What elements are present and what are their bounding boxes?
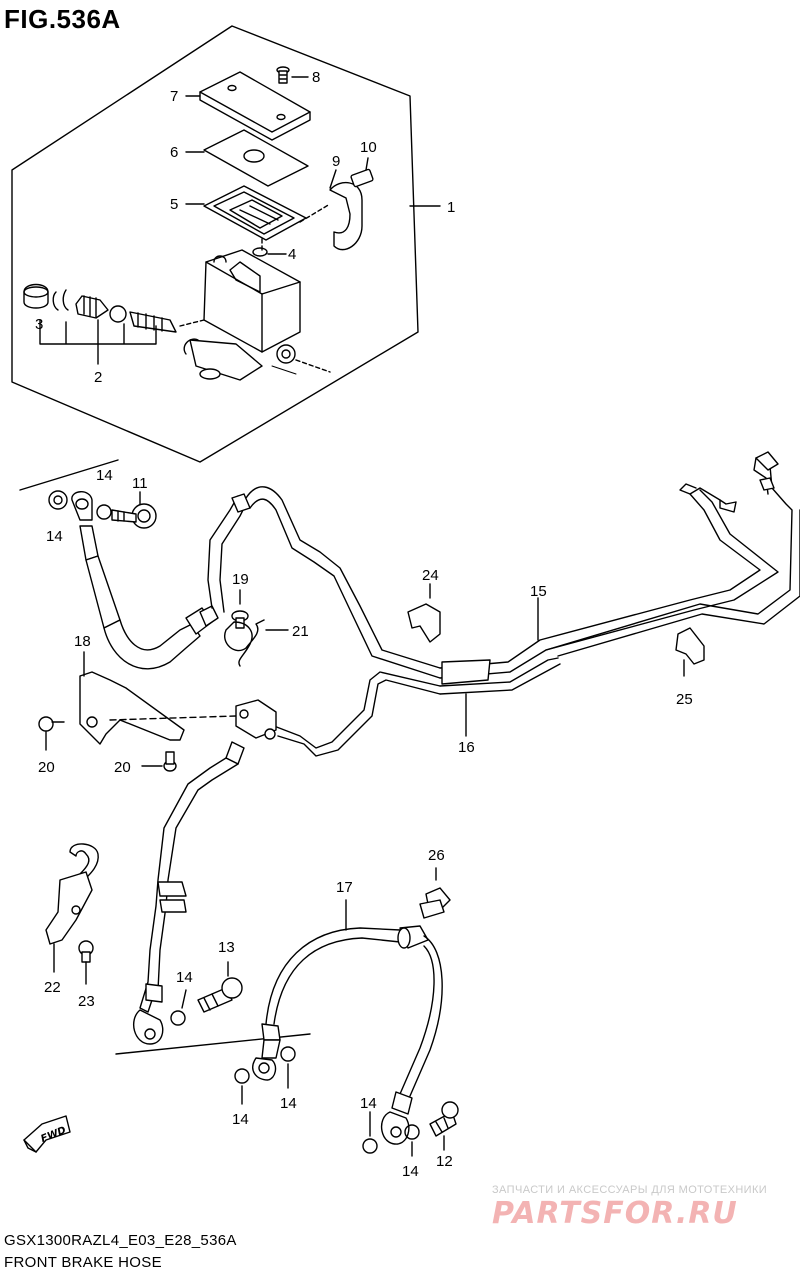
- callout-19: 19: [232, 571, 249, 588]
- callout-13: 13: [218, 939, 235, 956]
- callout-20-a: 20: [38, 759, 55, 776]
- callout-9: 9: [332, 153, 340, 170]
- callout-21: 21: [292, 623, 309, 640]
- callout-14-f: 14: [360, 1095, 377, 1112]
- callout-17: 17: [336, 879, 353, 896]
- bolt-20a: [38, 716, 65, 751]
- callout-26: 26: [428, 847, 445, 864]
- callout-18: 18: [74, 633, 91, 650]
- callout-20-b: 20: [114, 759, 131, 776]
- assembly-frame: [11, 25, 419, 463]
- washer-14-c: [362, 1138, 378, 1154]
- reservoir-cap: [199, 71, 311, 133]
- callout-14-d: 14: [232, 1111, 249, 1128]
- washer-14-b: [280, 1046, 296, 1062]
- screw-8: [276, 66, 309, 84]
- callout-10: 10: [360, 139, 377, 156]
- bolt-10: [350, 157, 374, 188]
- callout-14-a: 14: [96, 467, 113, 484]
- callout-4: 4: [288, 246, 296, 263]
- diaphragm-plate: [203, 129, 309, 187]
- banjo-bolt-13: [197, 961, 243, 1013]
- callout-12: 12: [436, 1153, 453, 1170]
- washer-14-a: [234, 1068, 250, 1084]
- callout-14-b: 14: [46, 528, 63, 545]
- callout-11: 11: [132, 475, 148, 492]
- callout-14-c: 14: [176, 969, 193, 986]
- callout-1: 1: [447, 199, 455, 216]
- bracket-18: [79, 651, 185, 745]
- figure-title: FIG.536A: [4, 4, 121, 34]
- callout-7: 7: [170, 88, 178, 105]
- callout-23: 23: [78, 993, 95, 1010]
- brake-pipe-15: [439, 451, 800, 685]
- callout-8: 8: [312, 69, 320, 86]
- callout-14-g: 14: [402, 1163, 419, 1180]
- hose-clamp-26: [419, 867, 451, 919]
- callout-25: 25: [676, 691, 693, 708]
- diaphragm: [203, 185, 307, 241]
- pipe-clip-24: [407, 603, 441, 643]
- watermark-logo: PARTSFOR.RU: [492, 1196, 738, 1231]
- banjo-bolt-11: [111, 491, 157, 529]
- callout-2: 2: [94, 369, 102, 386]
- handlebar-clamp: [329, 181, 363, 251]
- pipe-clamp-25: [675, 627, 705, 665]
- piston-kit: [23, 283, 177, 333]
- master-cylinder-body: [183, 249, 301, 381]
- front-brake-hose-17: [252, 899, 443, 1145]
- callout-6: 6: [170, 144, 178, 161]
- callout-14-e: 14: [280, 1095, 297, 1112]
- callout-5: 5: [170, 196, 178, 213]
- callout-15: 15: [530, 583, 547, 600]
- callout-3: 3: [35, 316, 43, 333]
- bolt-23: [78, 940, 94, 985]
- front-brake-hose-lower: [132, 741, 245, 1045]
- callout-22: 22: [44, 979, 61, 996]
- washer-4: [252, 247, 268, 257]
- washer-14-d: [404, 1124, 420, 1140]
- joint-block: [235, 699, 277, 740]
- banjo-bolt-12: [429, 1101, 459, 1151]
- washer-14-left: [170, 1010, 186, 1026]
- footer-code: GSX1300RAZL4_E03_E28_536A: [4, 1232, 237, 1249]
- upper-brake-hose: [48, 486, 441, 679]
- callout-16: 16: [458, 739, 475, 756]
- bolt-20b: [141, 751, 177, 772]
- bracket-22: [45, 843, 99, 973]
- watermark-tagline: ЗАПЧАСТИ И АКСЕССУАРЫ ДЛЯ МОТОТЕХНИКИ: [492, 1184, 768, 1196]
- brake-pipe-16: [273, 657, 561, 757]
- callout-24: 24: [422, 567, 439, 584]
- footer-title: FRONT BRAKE HOSE: [4, 1254, 162, 1271]
- hose-clamp-21: [224, 619, 265, 667]
